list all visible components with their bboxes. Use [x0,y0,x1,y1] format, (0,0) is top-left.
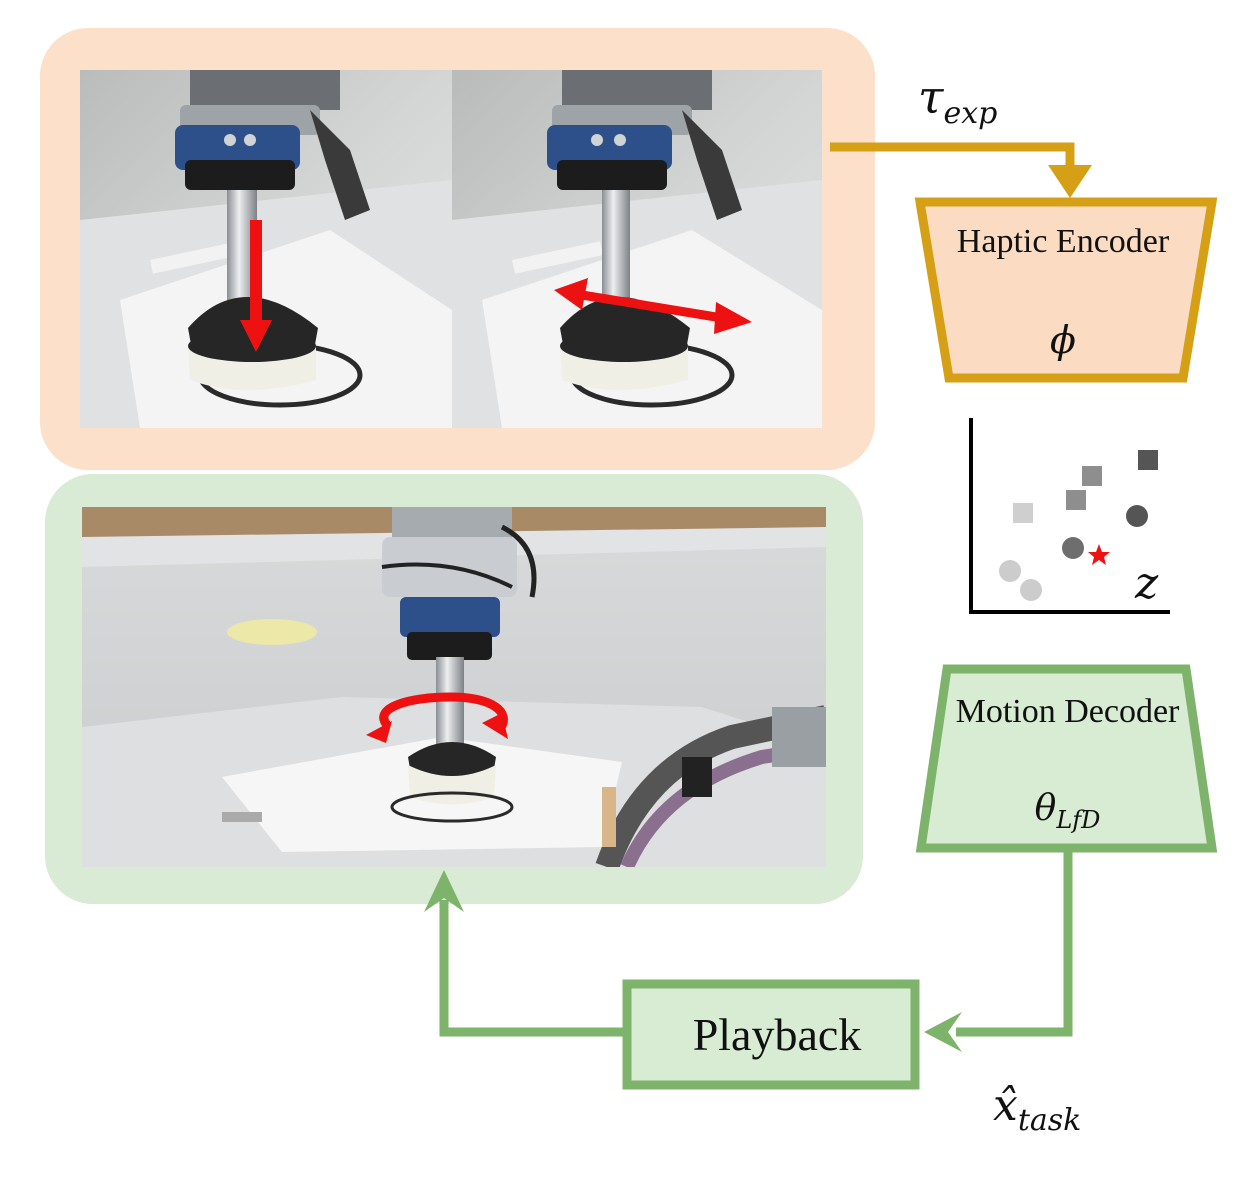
slide-photo [452,70,822,428]
motion-decoder-title: Motion Decoder [955,693,1180,730]
press-photo [80,70,452,428]
exploration-trajectory-label: τexp [918,70,998,132]
playback-label: Playback [692,1009,862,1060]
playback-output-arrow [424,870,627,1037]
latent-space-plot [969,418,1170,614]
rotate-photo [82,507,826,867]
decoder-output-arrow [924,850,1073,1052]
rotate-arrow-icon [366,692,508,743]
haptic-encoder-title: Haptic Encoder [956,223,1170,260]
encoder-input-arrow [830,142,1092,198]
latent-axis-label: z [1135,558,1159,609]
star-icon [1088,544,1110,565]
haptic-encoder-symbol: ϕ [1050,318,1076,362]
motion-decoder-box [915,664,1218,853]
haptic-encoder-box [914,197,1218,383]
motion-decoder-symbol: θLfD [1034,788,1101,835]
press-down-arrow-icon [240,220,272,352]
slide-double-arrow-icon [554,278,752,334]
task-trajectory-label: x̂task [993,1080,1082,1138]
